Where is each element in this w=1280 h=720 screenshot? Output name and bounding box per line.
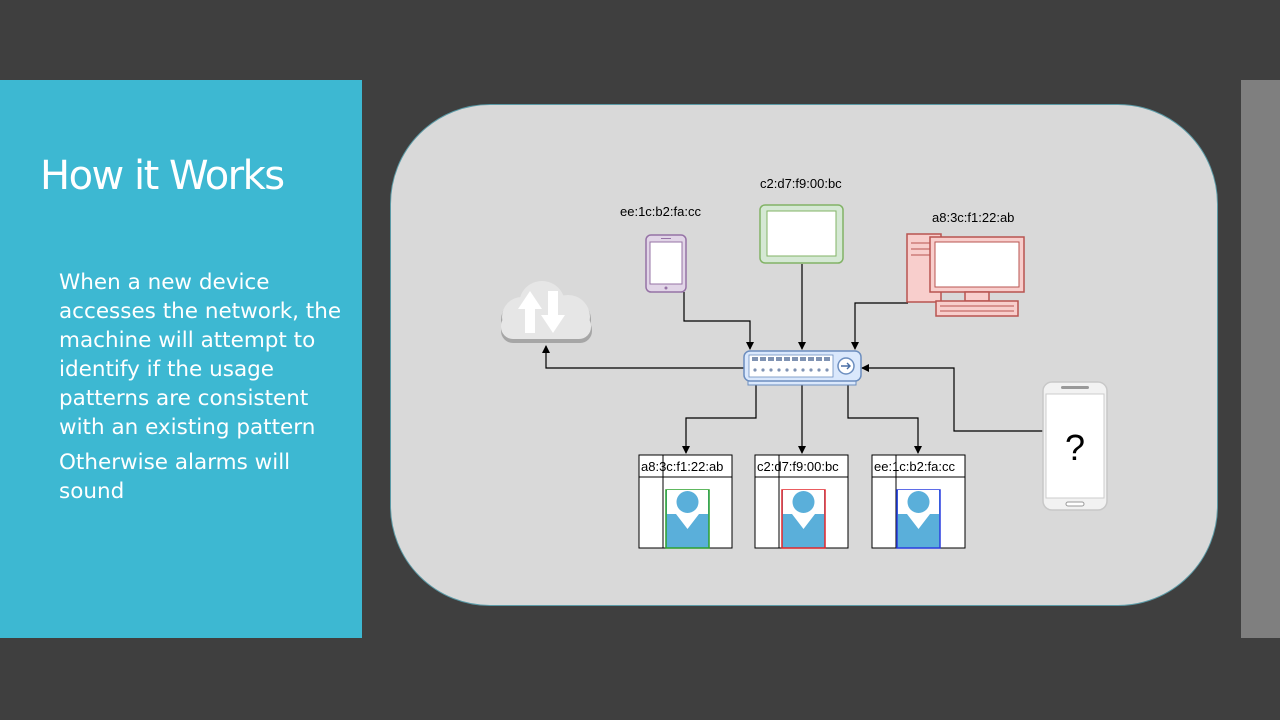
title-panel: [0, 80, 362, 638]
profile-card: a8:3c:f1:22:ab: [638, 454, 733, 549]
bullet-item: When a new device accesses the network, …: [59, 270, 342, 440]
profile-card: c2:d7:f9:00:bc: [754, 454, 849, 549]
profile-mac-label: ee:1c:b2:fa:cc: [874, 459, 955, 474]
user-profile-icon: [665, 489, 710, 549]
monitor-icon: [759, 204, 844, 264]
side-strip: [1241, 80, 1280, 638]
network-switch-icon: [743, 350, 862, 386]
bullet-item: Otherwise alarms will sound: [59, 450, 291, 504]
slide-title: How it Works: [40, 153, 285, 199]
profile-card: ee:1c:b2:fa:cc: [871, 454, 966, 549]
smartphone-icon: [1042, 381, 1108, 511]
cloud-upload-download-icon: [501, 281, 592, 343]
desktop-computer-icon: [906, 233, 1025, 317]
user-profile-icon: [781, 489, 826, 549]
bullet-list: When a new device accesses the network, …: [59, 268, 349, 512]
profile-mac-label: c2:d7:f9:00:bc: [757, 459, 839, 474]
connector-lines: [542, 264, 1046, 454]
tablet-mac-label: ee:1c:b2:fa:cc: [620, 204, 701, 219]
monitor-mac-label: c2:d7:f9:00:bc: [760, 176, 842, 191]
desktop-mac-label: a8:3c:f1:22:ab: [932, 210, 1014, 225]
profile-mac-label: a8:3c:f1:22:ab: [641, 459, 723, 474]
unknown-device-symbol: ?: [1065, 427, 1085, 468]
user-profile-icon: [896, 489, 941, 549]
tablet-icon: [645, 234, 687, 293]
